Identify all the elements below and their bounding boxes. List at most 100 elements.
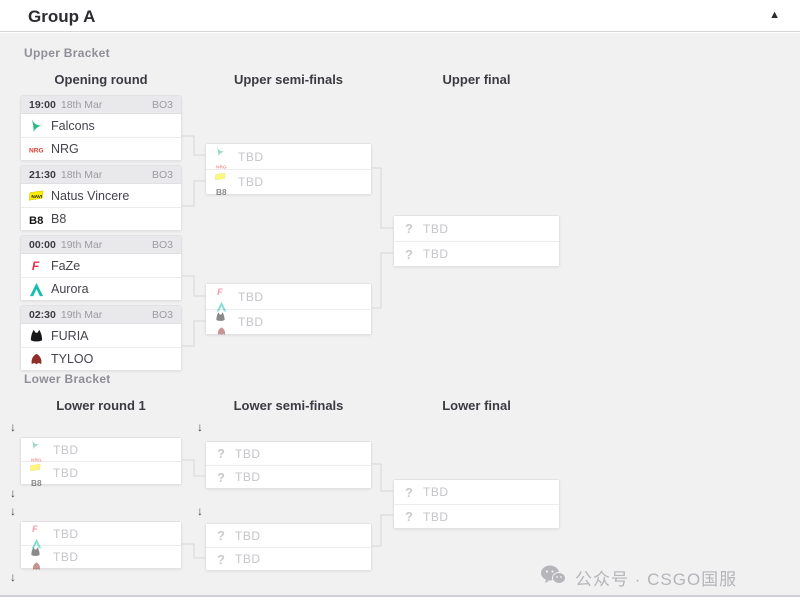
match-time: 21:30 bbox=[29, 168, 56, 181]
match-box-upper-semi-2[interactable]: F TBD TBD bbox=[205, 283, 372, 335]
tbd-label: TBD bbox=[235, 470, 261, 484]
possible-teams-icons: NRG bbox=[29, 437, 46, 463]
tbd-label: TBD bbox=[238, 315, 264, 329]
tyloo-logo-icon bbox=[216, 324, 227, 335]
unknown-team-icon: ? bbox=[405, 509, 413, 524]
upper-bracket-label: Upper Bracket bbox=[24, 46, 110, 60]
match-box-opening-2[interactable]: 21:30 18th Mar BO3 NAVI Natus Vincere B8… bbox=[20, 165, 182, 231]
svg-text:NRG: NRG bbox=[29, 147, 44, 154]
group-header[interactable]: Group A ▲ bbox=[0, 0, 800, 32]
faze-logo-icon: F bbox=[215, 284, 226, 296]
unknown-team-icon: ? bbox=[217, 551, 225, 567]
unknown-team-icon: ? bbox=[405, 484, 413, 500]
team-row-navi[interactable]: NAVI Natus Vincere bbox=[21, 184, 181, 207]
team-row-tyloo[interactable]: TYLOO bbox=[21, 347, 181, 370]
drop-arrow-icon: ↓ bbox=[10, 504, 16, 518]
match-box-upper-semi-1[interactable]: NRG TBD B8 TBD bbox=[205, 143, 372, 197]
possible-teams-icons: F bbox=[214, 284, 231, 311]
navi-logo-icon: NAVI bbox=[29, 188, 44, 203]
match-format: BO3 bbox=[151, 168, 173, 181]
tbd-slot[interactable]: ? TBD bbox=[394, 216, 559, 241]
team-name: B8 bbox=[51, 212, 67, 226]
column-header-upper-semi-finals: Upper semi-finals bbox=[233, 72, 344, 87]
match-time: 02:30 bbox=[29, 308, 56, 321]
nrg-logo-icon: NRG bbox=[216, 159, 227, 170]
team-row-falcons[interactable]: Falcons bbox=[21, 114, 181, 137]
tbd-slot[interactable]: TBD bbox=[206, 309, 371, 335]
tbd-slot[interactable]: ? TBD bbox=[394, 480, 559, 504]
tbd-label: TBD bbox=[235, 446, 261, 461]
drop-arrow-icon: ↓ bbox=[10, 420, 16, 434]
possible-teams-icons: B8 bbox=[29, 462, 46, 488]
match-header: 19:00 18th Mar BO3 bbox=[21, 96, 181, 114]
tbd-slot[interactable]: F TBD bbox=[21, 521, 181, 548]
nrg-logo-icon: NRG bbox=[29, 142, 44, 157]
tbd-label: TBD bbox=[235, 552, 261, 566]
match-box-opening-3[interactable]: 00:00 19th Mar BO3 F FaZe Aurora bbox=[20, 235, 182, 301]
match-date: 19th Mar bbox=[60, 308, 103, 321]
tbd-slot[interactable]: ? TBD bbox=[394, 504, 559, 528]
tbd-slot[interactable]: ? TBD bbox=[394, 241, 559, 266]
team-name: Falcons bbox=[51, 118, 95, 133]
tbd-slot[interactable]: B8 TBD bbox=[21, 461, 181, 488]
team-name: FaZe bbox=[51, 258, 81, 273]
tbd-slot[interactable]: NRG TBD bbox=[206, 144, 371, 170]
tbd-label: TBD bbox=[53, 466, 79, 480]
match-box-opening-4[interactable]: 02:30 19th Mar BO3 FURIA TYLOO bbox=[20, 305, 182, 371]
svg-text:NAVI: NAVI bbox=[31, 194, 42, 199]
match-format: BO3 bbox=[151, 238, 173, 251]
team-row-nrg[interactable]: NRG NRG bbox=[21, 137, 181, 160]
match-date: 19th Mar bbox=[60, 238, 103, 251]
tbd-slot[interactable]: ? TBD bbox=[206, 524, 371, 547]
tbd-label: TBD bbox=[423, 485, 449, 499]
faze-logo-icon: F bbox=[29, 258, 44, 273]
tbd-label: TBD bbox=[423, 509, 449, 524]
team-row-furia[interactable]: FURIA bbox=[21, 324, 181, 347]
tbd-label: TBD bbox=[53, 442, 79, 457]
collapse-caret-icon[interactable]: ▲ bbox=[769, 9, 780, 21]
match-box-upper-final[interactable]: ? TBD ? TBD bbox=[393, 215, 560, 267]
match-box-lower-round1-2[interactable]: F TBD TBD bbox=[20, 521, 182, 570]
furia-logo-icon bbox=[215, 309, 226, 321]
column-header-opening-round: Opening round bbox=[54, 72, 148, 87]
tbd-slot[interactable]: ? TBD bbox=[206, 442, 371, 465]
team-name: FURIA bbox=[51, 328, 89, 343]
drop-arrow-icon: ↓ bbox=[197, 420, 203, 434]
group-title: Group A bbox=[28, 7, 96, 26]
faze-logo-icon: F bbox=[30, 521, 41, 533]
match-box-lower-final[interactable]: ? TBD ? TBD bbox=[393, 479, 560, 529]
match-box-opening-1[interactable]: 19:00 18th Mar BO3 Falcons NRG NRG bbox=[20, 95, 182, 161]
falcons-logo-icon bbox=[30, 437, 41, 449]
column-header-lower-final: Lower final bbox=[442, 398, 511, 413]
team-row-aurora[interactable]: Aurora bbox=[21, 277, 181, 300]
svg-text:B8: B8 bbox=[31, 479, 42, 488]
match-box-lower-round1-1[interactable]: NRG TBD B8 TBD bbox=[20, 437, 182, 488]
falcons-logo-icon bbox=[29, 118, 44, 133]
tbd-label: TBD bbox=[238, 289, 264, 304]
tbd-slot[interactable]: B8 TBD bbox=[206, 169, 371, 197]
svg-text:F: F bbox=[217, 286, 223, 296]
possible-teams-icons: NRG bbox=[214, 146, 231, 170]
watermark-text: 公众号 · CSGO国服 bbox=[575, 569, 738, 589]
svg-text:NRG: NRG bbox=[216, 164, 227, 170]
tbd-slot[interactable]: ? TBD bbox=[206, 547, 371, 570]
tbd-slot[interactable]: TBD bbox=[21, 545, 181, 570]
team-row-faze[interactable]: F FaZe bbox=[21, 254, 181, 277]
aurora-logo-icon bbox=[216, 299, 227, 311]
tbd-slot[interactable]: F TBD bbox=[206, 284, 371, 311]
drop-arrow-icon: ↓ bbox=[10, 486, 16, 500]
possible-teams-icons: F bbox=[29, 521, 46, 548]
unknown-team-icon: ? bbox=[217, 469, 225, 485]
team-name: TYLOO bbox=[51, 352, 94, 366]
tbd-slot[interactable]: NRG TBD bbox=[21, 437, 181, 463]
team-row-b8[interactable]: B8 B8 bbox=[21, 207, 181, 230]
match-date: 18th Mar bbox=[60, 168, 103, 181]
team-name: Aurora bbox=[51, 282, 89, 296]
match-box-lower-semi-2[interactable]: ? TBD ? TBD bbox=[205, 523, 372, 571]
tbd-slot[interactable]: ? TBD bbox=[206, 465, 371, 488]
match-format: BO3 bbox=[151, 308, 173, 321]
column-header-upper-final: Upper final bbox=[442, 72, 511, 87]
nrg-logo-icon: NRG bbox=[31, 452, 42, 463]
match-box-lower-semi-1[interactable]: ? TBD ? TBD bbox=[205, 441, 372, 489]
svg-text:B8: B8 bbox=[29, 215, 43, 227]
